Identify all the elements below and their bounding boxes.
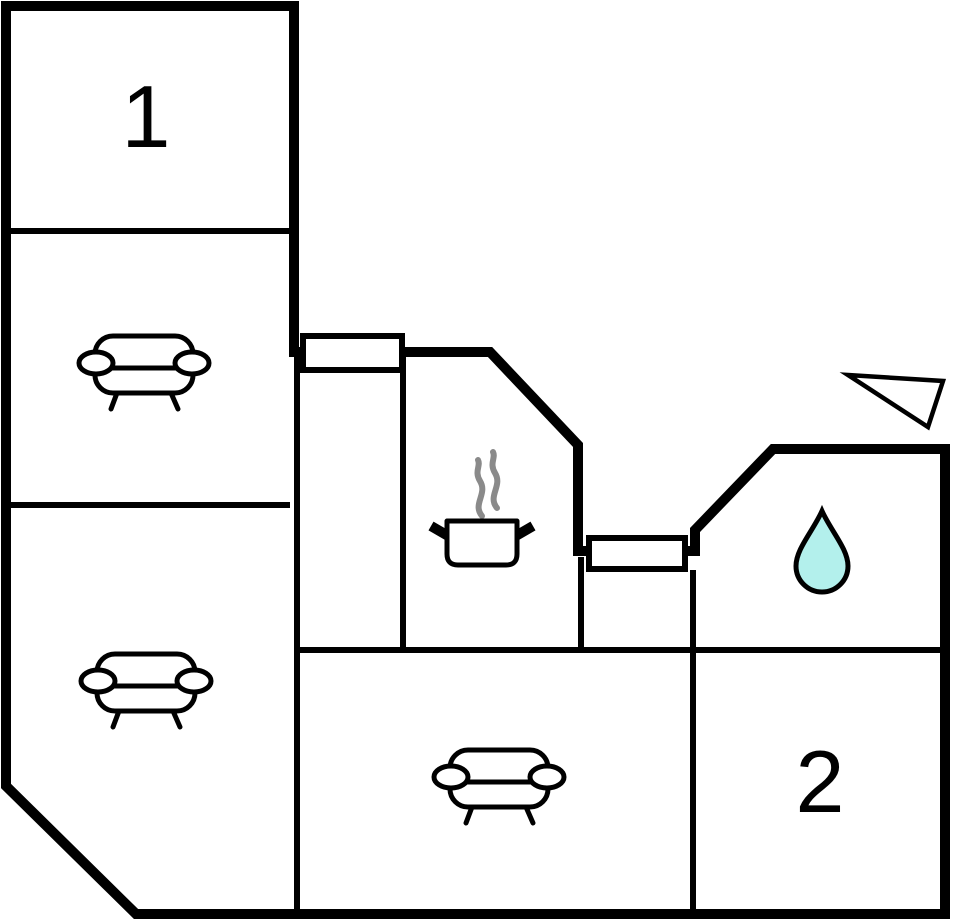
cooking-pot-icon xyxy=(428,449,536,568)
entrance-arrow-icon xyxy=(839,372,947,431)
water-drop-icon xyxy=(793,504,851,595)
room-1-label: 1 xyxy=(122,67,171,166)
window-marker-hallway xyxy=(586,535,688,572)
room-2-label: 2 xyxy=(796,732,845,831)
sofa-icon xyxy=(434,750,564,823)
window-marker-kitchen xyxy=(300,333,405,373)
steam-icon xyxy=(489,449,501,511)
interior-walls xyxy=(6,228,940,909)
sofa-icon xyxy=(81,654,211,727)
steam-icon xyxy=(474,457,486,519)
pot-body xyxy=(444,518,520,568)
sofa-icon xyxy=(79,336,209,409)
